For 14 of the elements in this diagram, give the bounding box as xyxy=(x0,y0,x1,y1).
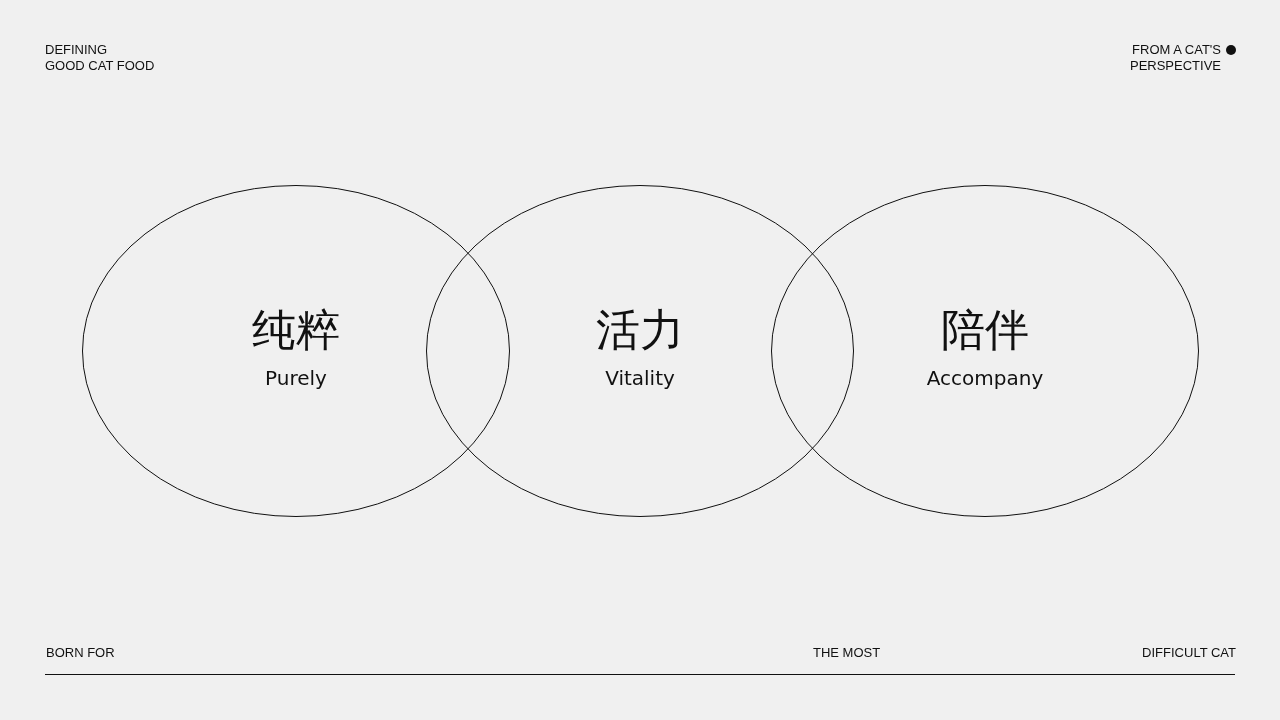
venn-ellipse xyxy=(771,185,1199,517)
venn-ellipse xyxy=(426,185,854,517)
header-text: DEFINING GOOD CAT FOOD xyxy=(45,42,155,73)
venn-ellipse xyxy=(82,185,510,517)
footer-text: BORN FOR xyxy=(46,645,115,660)
header-text: FROM A CAT'S PERSPECTIVE xyxy=(1128,42,1221,74)
heading-text: 陪伴 xyxy=(941,305,1029,355)
footer-text: DIFFICULT CAT xyxy=(1142,645,1236,660)
heading-text: 纯粹 xyxy=(252,305,340,355)
heading-text: 活力 xyxy=(596,305,684,355)
subheading-text: Purely xyxy=(265,365,327,391)
footer-text: THE MOST xyxy=(813,645,881,660)
subheading-text: Vitality xyxy=(605,365,675,391)
subheading-text: Accompany xyxy=(926,365,1044,391)
